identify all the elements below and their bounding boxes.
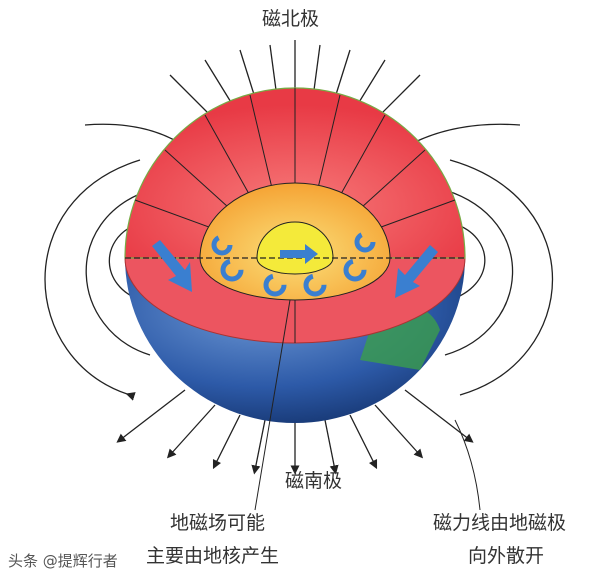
core-note-line1: 地磁场可能 <box>170 512 266 534</box>
field-leader-line <box>454 419 481 511</box>
core-note-line2: 主要由地核产生 <box>146 545 280 567</box>
south-pole-label: 磁南极 <box>285 470 343 492</box>
magnetic-field-lines <box>44 40 553 475</box>
field-note-line2: 向外散开 <box>468 545 545 567</box>
convection-arrows <box>152 231 438 298</box>
field-note-line1: 磁力线由地磁极 <box>433 512 567 534</box>
watermark: 头条 @提辉行者 <box>8 552 118 570</box>
core-leader-line <box>254 299 291 511</box>
north-pole-label: 磁北极 <box>262 8 320 30</box>
